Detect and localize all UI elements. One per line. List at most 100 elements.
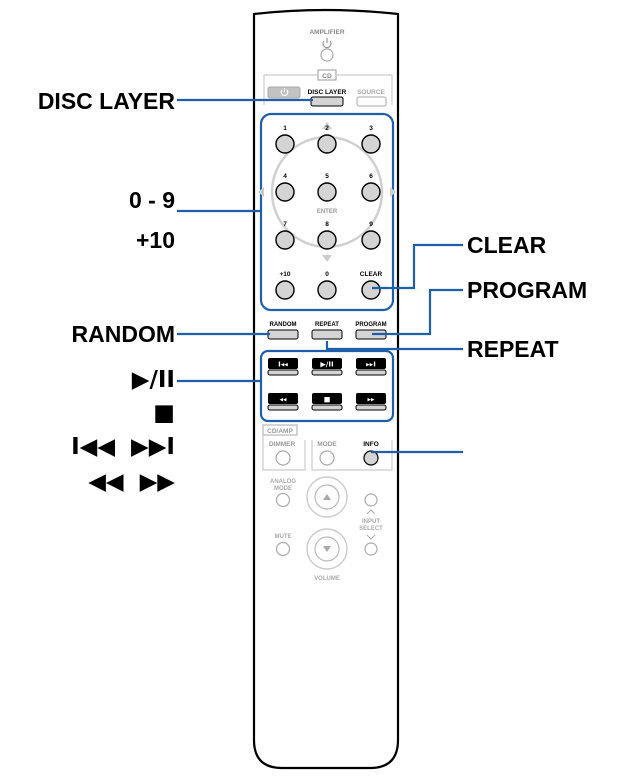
- cd-label: CD: [322, 73, 332, 80]
- callout-skip: I◀◀ ▶▶I: [71, 434, 175, 460]
- mode-info-section-line: [311, 440, 393, 471]
- stop-button[interactable]: [312, 393, 342, 404]
- program-button-label: PROGRAM: [355, 322, 386, 328]
- callout-numbers: 0 - 9: [128, 187, 175, 213]
- volume-down-icon: [323, 546, 331, 552]
- input-down-chevron-icon: [366, 534, 376, 540]
- mute-button[interactable]: [275, 541, 291, 557]
- input-select-up-button[interactable]: [364, 493, 378, 507]
- mute-label: MUTE: [275, 534, 292, 540]
- callout-lines: [177, 98, 463, 454]
- clear-button[interactable]: [361, 280, 381, 300]
- number-2-button[interactable]: [361, 134, 381, 154]
- stop-button-glyph: ■: [324, 396, 331, 404]
- number-6-button[interactable]: [275, 230, 295, 250]
- clear-button-label: CLEAR: [360, 271, 383, 278]
- cd-amp-label: CD/AMP: [267, 428, 293, 435]
- repeat-button[interactable]: [311, 329, 343, 340]
- repeat-button-label: REPEAT: [315, 322, 339, 328]
- callout-clear: CLEAR: [467, 232, 547, 258]
- source-button[interactable]: [356, 96, 387, 107]
- fast-forward-base: [355, 404, 387, 411]
- play-pause-button-glyph: ▶/II: [320, 361, 333, 369]
- enter-label: ENTER: [317, 209, 338, 215]
- number-2-label: 3: [369, 125, 373, 132]
- amp-power-button[interactable]: [320, 48, 334, 62]
- callout-plus-10: +10: [135, 227, 175, 253]
- number-3-label: 4: [283, 173, 287, 180]
- number-0-button[interactable]: [275, 134, 295, 154]
- mode-button[interactable]: [319, 450, 335, 466]
- source-button-label: SOURCE: [357, 89, 385, 96]
- dimmer-section-line: [262, 435, 306, 471]
- cursor-arrows: [258, 122, 396, 262]
- number-3-button[interactable]: [275, 182, 295, 202]
- number-7-label: 8: [325, 221, 329, 228]
- callout-line-clear: [372, 243, 463, 290]
- number-8-button[interactable]: [361, 230, 381, 250]
- callout-disc-layer: DISC LAYER: [37, 88, 175, 114]
- skip-forward-button[interactable]: [356, 358, 386, 369]
- analog-mode-label-1: ANALOG: [270, 479, 296, 485]
- skip-back-button-glyph: I◂◂: [278, 361, 288, 369]
- random-button[interactable]: [267, 329, 299, 340]
- callout-play-pause: ▶/II: [131, 367, 175, 393]
- number-10-button[interactable]: [317, 280, 337, 300]
- fast-forward-button[interactable]: [356, 393, 386, 404]
- random-button-label: RANDOM: [270, 322, 297, 328]
- callout-stop: ■: [153, 400, 175, 426]
- skip-forward-base: [355, 369, 387, 376]
- info-button-label: INFO: [363, 441, 379, 448]
- number-9-label: +10: [279, 271, 290, 278]
- number-9-button[interactable]: [275, 280, 295, 300]
- callout-line-program: [372, 288, 463, 336]
- rewind-button[interactable]: [268, 393, 298, 404]
- disc-layer-button-label: DISC LAYER: [308, 89, 347, 96]
- skip-back-button[interactable]: [268, 358, 298, 369]
- analog-mode-button[interactable]: [275, 492, 291, 508]
- rewind-button-glyph: ◂◂: [279, 396, 287, 404]
- callout-repeat: REPEAT: [467, 336, 559, 362]
- cd-amp-badge: [262, 424, 298, 436]
- input-select-down-button[interactable]: [364, 542, 378, 556]
- volume-label: VOLUME: [314, 576, 340, 582]
- callout-random: RANDOM: [71, 321, 176, 347]
- play-pause-button[interactable]: [312, 358, 342, 369]
- skip-forward-button-glyph: ▸▸I: [366, 361, 376, 369]
- rewind-base: [267, 404, 299, 411]
- transport-highlight-box: [259, 349, 395, 423]
- number-7-button[interactable]: [317, 230, 337, 250]
- callout-program: PROGRAM: [467, 277, 588, 303]
- mode-label: MODE: [317, 441, 337, 448]
- volume-up-icon: [323, 494, 331, 500]
- number-4-button[interactable]: [317, 182, 337, 202]
- amp-power-icon: [322, 38, 332, 49]
- number-1-label: 2: [325, 125, 329, 132]
- dimmer-button[interactable]: [275, 450, 291, 466]
- number-1-button[interactable]: [317, 134, 337, 154]
- amplifier-label: AMPLIFIER: [309, 29, 344, 36]
- section-line-top: [263, 74, 393, 105]
- callout-line-repeat: [325, 341, 463, 351]
- input-up-chevron-icon: [366, 509, 376, 515]
- cd-power-icon: [280, 88, 289, 96]
- number-5-button[interactable]: [361, 182, 381, 202]
- input-select-label-1: INPUT: [362, 519, 380, 525]
- input-select-label-2: SELECT: [359, 526, 383, 532]
- analog-mode-label-2: MODE: [274, 486, 292, 492]
- number-6-label: 7: [283, 221, 287, 228]
- skip-back-base: [267, 369, 299, 376]
- fast-forward-button-glyph: ▸▸: [367, 396, 375, 404]
- stop-base: [311, 404, 343, 411]
- number-10-label: 0: [325, 271, 329, 278]
- number-8-label: 9: [369, 221, 373, 228]
- callout-search: ◀◀ ▶▶: [88, 469, 175, 495]
- dimmer-label: DIMMER: [269, 441, 296, 448]
- play-pause-base: [311, 369, 343, 376]
- number-0-label: 1: [283, 125, 287, 132]
- disc-layer-button[interactable]: [310, 96, 344, 107]
- cd-power-button[interactable]: [267, 86, 301, 99]
- number-4-label: 5: [325, 173, 329, 180]
